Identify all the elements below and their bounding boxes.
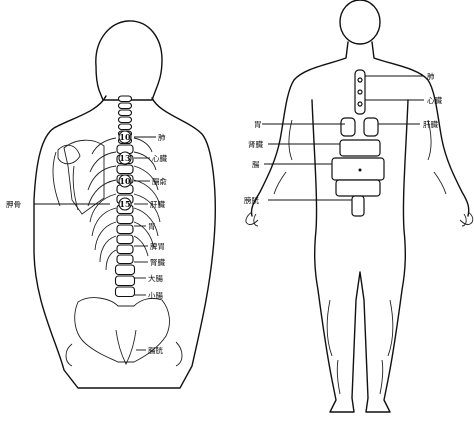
vertebra	[119, 110, 132, 116]
vertebra	[116, 265, 135, 275]
label-diaphragm: 膈兪	[152, 176, 167, 186]
stomach-organ	[341, 118, 355, 136]
vertebra	[117, 235, 133, 244]
label-stomach: 胃	[148, 222, 156, 231]
vertebra-number: 10	[119, 176, 131, 186]
vertebra	[119, 96, 132, 102]
label-liver: 肝臓	[150, 199, 165, 209]
intestine-lower-organ	[336, 180, 380, 196]
right-hand	[460, 212, 473, 226]
vertebra	[116, 287, 135, 297]
kidney-organ	[340, 140, 380, 156]
vertebra-number: 15	[119, 199, 130, 209]
label-bladder: 膀胱	[244, 195, 259, 205]
label-intestine: 腸	[252, 160, 260, 169]
intestine-organ	[332, 158, 384, 180]
back-figure: 10 13 10 15 肺 心臓 膈兪 肝臓 胃 脾胃 腎臓 大腸 小腸 胛骨 …	[6, 21, 215, 388]
vertebra	[117, 255, 133, 264]
scapula	[64, 140, 104, 214]
vertebra	[117, 225, 133, 234]
label-heart: 心臓	[427, 95, 442, 105]
vertebra	[117, 165, 133, 174]
bladder-organ	[352, 196, 364, 216]
body-head	[340, 0, 380, 44]
label-heart: 心臓	[152, 153, 167, 163]
upper-arm	[53, 152, 78, 210]
label-small-intestine: 小腸	[148, 291, 163, 300]
vertebra	[116, 276, 135, 286]
back-leaders	[34, 137, 156, 350]
organs	[332, 70, 384, 216]
head-outline	[96, 21, 162, 100]
label-lung: 肺	[427, 72, 435, 81]
vertebra	[117, 215, 133, 224]
label-liver: 肝臓	[423, 119, 438, 129]
sacrum	[116, 330, 136, 364]
label-kidney: 腎臓	[150, 257, 165, 267]
liver-organ	[364, 118, 378, 136]
vertebra	[119, 103, 132, 109]
label-scapula: 胛骨	[6, 200, 21, 209]
vertebra	[117, 245, 133, 254]
label-stomach: 胃	[254, 120, 262, 129]
label-kidney: 肾臓	[248, 139, 263, 149]
label-spleen-stomach: 脾胃	[150, 241, 165, 251]
label-bladder: 腸胱	[148, 345, 163, 355]
vertebra-number: 10	[119, 132, 131, 142]
label-lung: 肺	[158, 133, 166, 142]
vertebra	[119, 117, 132, 123]
vertebra	[119, 124, 132, 130]
shoulder-cap	[58, 145, 80, 164]
vertebra-number: 13	[119, 153, 131, 163]
label-large-intestine: 大腸	[148, 273, 163, 283]
body-figure: 肺 心臓 胃 肝臓 肾臓 腸 膀胱	[244, 0, 473, 412]
leg-muscles	[327, 300, 393, 394]
spine	[116, 96, 135, 297]
